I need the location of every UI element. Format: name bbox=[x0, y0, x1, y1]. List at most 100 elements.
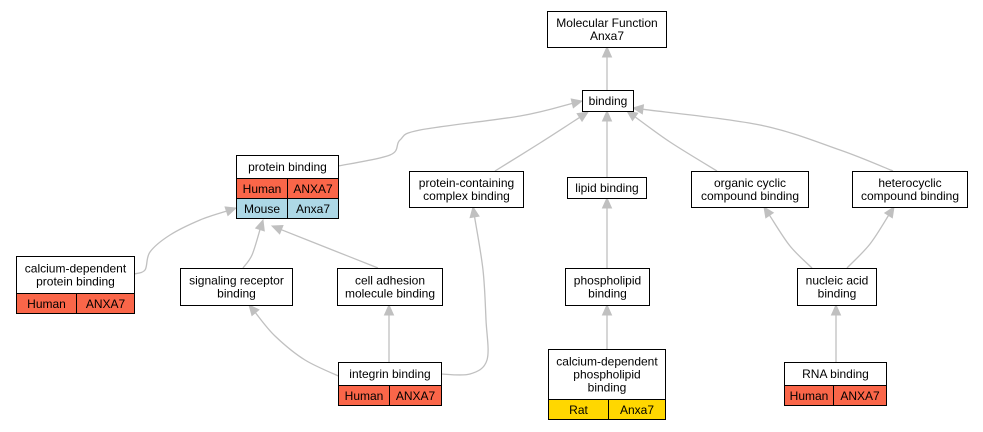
edge-line bbox=[769, 214, 813, 269]
arrowhead bbox=[469, 205, 480, 219]
edge-rna_binding-to-nucleic_acid bbox=[830, 303, 842, 362]
node-label-line: integrin binding bbox=[349, 367, 430, 381]
node-label-line: protein binding bbox=[36, 275, 115, 289]
node-label-line: compound binding bbox=[861, 189, 959, 203]
edge-protein_complex_binding-to-binding bbox=[494, 111, 590, 172]
node-label-line: calcium-dependent bbox=[25, 262, 127, 276]
arrowhead bbox=[763, 205, 775, 219]
node-box bbox=[180, 268, 293, 306]
species-cell-label: Human bbox=[27, 297, 66, 311]
node-label-line: organic cyclic bbox=[714, 176, 786, 190]
gene-cell bbox=[389, 385, 442, 406]
node-label-line: cell adhesion bbox=[355, 274, 425, 288]
node-label-line: nucleic acid bbox=[806, 274, 869, 288]
gene-cell bbox=[287, 198, 339, 219]
edge-nucleic_acid-to-heterocyclic bbox=[846, 205, 895, 269]
node-label-line: binding bbox=[818, 287, 857, 301]
edge-line bbox=[133, 210, 227, 275]
node-box bbox=[565, 268, 650, 306]
node-label-line: complex binding bbox=[423, 189, 510, 203]
node-binding[interactable]: binding bbox=[582, 90, 634, 112]
edge-calcium_protein-to-protein_binding bbox=[133, 206, 238, 275]
arrowhead bbox=[601, 303, 613, 316]
node-box bbox=[409, 171, 524, 208]
node-box bbox=[582, 90, 634, 112]
node-box bbox=[16, 256, 135, 294]
edge-line bbox=[634, 116, 718, 172]
arrowhead bbox=[383, 303, 395, 316]
node-label-line: heterocyclic bbox=[878, 176, 941, 190]
edge-nucleic_acid-to-organic_cyclic bbox=[763, 205, 813, 269]
arrowhead bbox=[601, 45, 613, 58]
gene-cell-label: ANXA7 bbox=[86, 297, 126, 311]
edge-line bbox=[440, 216, 489, 376]
edge-line bbox=[846, 215, 890, 269]
species-cell-label: Human bbox=[345, 389, 384, 403]
edge-line bbox=[242, 229, 261, 269]
arrowhead bbox=[224, 206, 238, 217]
arrowhead bbox=[248, 304, 260, 317]
node-box bbox=[691, 171, 809, 208]
edge-organic_cyclic-to-binding bbox=[626, 110, 718, 172]
node-label-line: protein binding bbox=[248, 160, 327, 174]
edge-line bbox=[494, 116, 580, 172]
edge-phospholipid-to-lipid_binding bbox=[601, 196, 613, 268]
node-box bbox=[852, 171, 968, 208]
node-label-line: signaling receptor bbox=[189, 274, 284, 288]
edge-binding-to-root bbox=[601, 45, 613, 90]
node-label-line: molecule binding bbox=[345, 287, 435, 301]
edge-lipid_binding-to-binding bbox=[601, 109, 613, 177]
node-label-line: binding bbox=[588, 287, 627, 301]
gene-cell bbox=[608, 399, 666, 420]
node-label-line: calcium-dependent bbox=[556, 355, 658, 369]
edge-integrin-to-signaling_receptor bbox=[248, 304, 344, 379]
node-label-line: Anxa7 bbox=[590, 29, 624, 43]
arrowhead bbox=[576, 111, 590, 123]
edge-line bbox=[254, 312, 344, 379]
species-cell-label: Rat bbox=[569, 403, 588, 417]
arrowhead bbox=[570, 98, 584, 109]
node-box bbox=[337, 268, 443, 306]
gene-cell-label: Anxa7 bbox=[296, 202, 330, 216]
node-label-line: compound binding bbox=[701, 189, 799, 203]
node-lipid-binding[interactable]: lipid binding bbox=[567, 177, 647, 199]
edge-heterocyclic-to-binding bbox=[631, 104, 894, 172]
gene-cell-label: ANXA7 bbox=[840, 389, 880, 403]
node-label-line: Molecular Function bbox=[556, 16, 657, 30]
arrowhead bbox=[626, 110, 639, 122]
node-box bbox=[567, 177, 647, 199]
arrowhead bbox=[601, 196, 613, 209]
node-label-line: binding bbox=[589, 94, 628, 108]
edge-line bbox=[337, 102, 573, 167]
edge-integrin-to-protein_complex_binding bbox=[440, 205, 489, 376]
gene-cell-label: Anxa7 bbox=[620, 403, 654, 417]
arrowhead bbox=[601, 109, 613, 122]
gene-cell-label: ANXA7 bbox=[293, 182, 333, 196]
arrowhead bbox=[631, 104, 645, 115]
arrowhead bbox=[883, 205, 895, 219]
edge-cell_adhesion-to-protein_binding bbox=[270, 224, 379, 269]
node-label-line: binding bbox=[217, 287, 256, 301]
node-box bbox=[548, 349, 666, 400]
node-label-line: lipid binding bbox=[575, 181, 638, 195]
node-label-line: phospholipid bbox=[574, 274, 641, 288]
gene-cell-label: ANXA7 bbox=[396, 389, 436, 403]
arrowhead bbox=[270, 224, 284, 235]
arrowhead bbox=[830, 303, 842, 316]
